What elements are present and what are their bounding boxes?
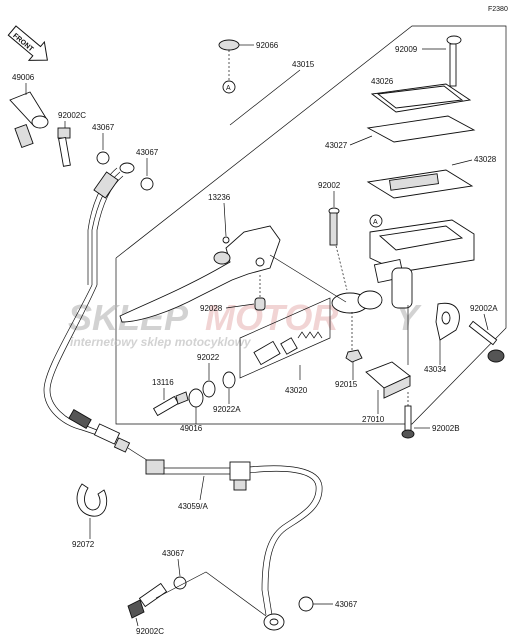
cap-92066-shape: [218, 39, 240, 51]
piston-kit-frame: [239, 297, 331, 379]
label-92009: 92009: [395, 45, 418, 54]
label-92022: 92022: [197, 353, 220, 362]
callout-a-body: [369, 214, 383, 228]
boot-49006-shape: [9, 91, 49, 149]
bolt-92002a-shape: [468, 320, 505, 363]
hose-edge-b: [96, 175, 124, 285]
assembly-frame: [115, 25, 507, 425]
metal-pipe-edge: [162, 470, 317, 616]
boot-49016-shape: [188, 388, 204, 408]
leader-43028: [451, 159, 473, 166]
banjo-bolt-bottom-shape: [127, 582, 168, 619]
master-cylinder-body: [331, 219, 475, 314]
hose-clip-92072-shape: [76, 483, 108, 517]
label-92072: 92072: [72, 540, 95, 549]
label-43034: 43034: [424, 365, 447, 374]
washer-43067-a-shape: [96, 151, 110, 165]
diaphragm-center: [389, 173, 439, 191]
switch-27010-shape: [365, 361, 411, 399]
washer-43067-b-shape: [140, 177, 154, 191]
bolt-92002-shape: [328, 207, 340, 246]
clamp-43034-shape: [435, 302, 460, 341]
labels: 92066 43015 92009 49006 92002C 43067 430…: [12, 41, 498, 636]
watermark-tagline: internetowy sklep motocyklowy: [70, 335, 252, 349]
label-43026: 43026: [371, 77, 394, 86]
pipe-end-banjo: [263, 613, 285, 631]
bolt-92002-leader: [335, 245, 348, 291]
pipe-clip: [229, 461, 251, 491]
label-49016: 49016: [180, 424, 203, 433]
label-49006: 49006: [12, 73, 35, 82]
piston-spring: [297, 331, 323, 339]
label-92066: 92066: [256, 41, 279, 50]
frame-label-leader: [229, 69, 301, 126]
leader-43059a: [199, 475, 205, 501]
label-92002: 92002: [318, 181, 341, 190]
label-43067-b: 43067: [136, 148, 159, 157]
label-43067-c: 43067: [162, 549, 185, 558]
leader-92002a: [483, 313, 489, 331]
screw-92002b-shape: [401, 405, 415, 439]
label-92015: 92015: [335, 380, 358, 389]
label-43027: 43027: [325, 141, 348, 150]
hose-fitting-mid: [68, 409, 131, 453]
label-13116: 13116: [152, 378, 174, 387]
lever-pivot: [255, 257, 265, 267]
label-43067-a: 43067: [92, 123, 115, 132]
pipe-fitting-a: [145, 459, 165, 475]
callout-a-top-letter: A: [226, 85, 231, 92]
lever-leader: [269, 254, 347, 303]
callout-a-top: [222, 80, 236, 94]
label-43028: 43028: [474, 155, 497, 164]
metal-pipe: [160, 465, 323, 616]
leader-13236: [223, 202, 227, 237]
callout-a-body-letter: A: [373, 219, 378, 226]
label-43059a: 43059/A: [178, 502, 208, 511]
label-43015: 43015: [292, 60, 315, 69]
clutch-hose-upper: [91, 171, 121, 285]
label-92028: 92028: [200, 304, 223, 313]
front-arrow-icon: FRONT: [7, 25, 48, 61]
piston-kit-43020-shape: [253, 331, 323, 366]
label-92002c-bottom: 92002C: [136, 627, 164, 636]
label-27010: 27010: [362, 415, 385, 424]
hose-fitting-top: [119, 162, 135, 174]
plate-43027-shape: [366, 115, 476, 143]
banjo-bottom-leader: [155, 571, 267, 617]
label-92002c-top: 92002C: [58, 111, 86, 120]
label-92022a: 92022A: [213, 405, 241, 414]
hose-edge-a: [87, 167, 118, 285]
nut-92015-shape: [345, 349, 363, 363]
washer-43067-c-shape: [173, 576, 187, 590]
ring-92022-shape: [202, 380, 216, 398]
hose-ferrule-top: [93, 171, 119, 199]
label-43020: 43020: [285, 386, 308, 395]
leader-43027: [349, 135, 373, 146]
label-92002b: 92002B: [432, 424, 460, 433]
label-92002a: 92002A: [470, 304, 498, 313]
banjo-bolt-top-shape: [57, 127, 71, 167]
leader-92028: [225, 303, 255, 309]
lever-13236-shape: [119, 225, 281, 323]
label-43067-d: 43067: [335, 600, 358, 609]
leader-92002c-bottom: [135, 617, 139, 627]
pushrod-13116-shape: [152, 391, 189, 417]
figure-code: F2380: [488, 6, 508, 13]
lever-pin: [222, 236, 230, 244]
lever-adjuster: [213, 251, 231, 265]
clutch-hose-lower: [43, 284, 101, 437]
leader-43067-c: [177, 558, 181, 577]
ring-92022a-shape: [222, 371, 236, 389]
cover-inner: [376, 85, 464, 109]
screw-92009-shape: [446, 35, 462, 87]
washer-43067-d-shape: [298, 596, 314, 612]
label-13236: 13236: [208, 193, 231, 202]
bushing-92028-shape: [254, 297, 266, 311]
